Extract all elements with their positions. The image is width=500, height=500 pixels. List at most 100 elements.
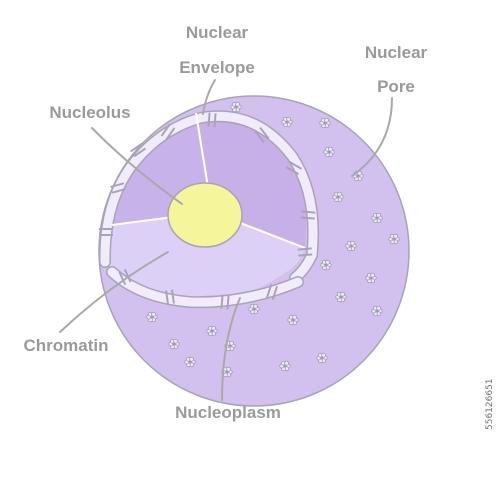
pore-channel [110,182,126,194]
pore-channel-bar [266,284,273,299]
nuclear-envelope-front-lumen [107,267,303,307]
nuclear-pore [335,291,347,303]
nuclear-pore [371,305,383,317]
nuclear-pore-center [375,216,379,220]
pore-channel-bar [226,295,230,310]
pore-channel-bar [301,210,316,214]
pore-channel-bar [165,290,169,305]
surface-pore-group [146,101,400,378]
stock-id: 556126651 [485,378,495,430]
nuclear-pore [168,338,180,350]
nuclear-pore [184,356,196,368]
nuclear-pore [316,352,328,364]
nuclear-pore-petal [235,101,241,107]
pore-channel [254,127,270,143]
nuclear-pore-petal [229,340,235,346]
pore-channel [99,228,113,236]
pore-channel-bar [213,113,217,128]
nuclear-pore-center [369,276,373,280]
nuclear-pore-petal [284,360,290,366]
nuclear-pore-petal [325,259,331,265]
pore-channel-bar [298,253,313,257]
nuclear-pore-petal [211,325,217,331]
pore-channel-bar [285,166,300,175]
nuclear-pore [371,212,383,224]
nuclear-pore-center [327,150,331,154]
nuclear-pore-center [150,315,154,319]
nuclear-pore [352,170,364,182]
nuclear-pore [206,325,218,337]
pore-channel-bar [160,123,171,137]
nuclear-pore-petal [173,338,179,344]
nuclear-pore-petal [189,356,195,362]
pore-channel-bar [254,130,265,143]
label-chromatin: Chromatin [24,336,109,355]
nuclear-pore [319,117,331,129]
nuclear-pore-center [320,356,324,360]
nuclear-pore-center [349,244,353,248]
nuclear-pore-petal [350,240,356,246]
pore-channel-bar [288,161,303,170]
pore-channel [118,268,132,286]
nuclear-pore-petal [370,272,376,278]
nuclear-pore-center [283,364,287,368]
leader-nuclear-pore [351,97,393,177]
nuclear-pore [230,101,242,113]
nuclear-pore-petal [376,212,382,218]
nuclear-pore-center [234,105,238,109]
pore-channel [165,289,175,305]
nuclear-pore-petal [324,117,330,123]
pore-channel-bar [300,216,315,220]
nuclear-pore [287,314,299,326]
pore-channel-bar [297,247,312,251]
pore-channel-bar [123,268,132,283]
nuclear-pore-petal [286,116,292,122]
pore-channel-bar [271,285,278,300]
nuclear-pore-center [339,295,343,299]
nuclear-pore-petal [226,366,232,372]
nuclear-pore-petal [337,191,343,197]
nuclear-pore-center [336,195,340,199]
nuclear-pore [320,259,332,271]
pore-channel-group [99,112,316,310]
pore-channel [285,161,303,175]
nuclear-pore-petal [393,233,399,239]
pore-channel [160,123,176,141]
pore-channel-bar [207,112,211,127]
pore-channel-bar [133,147,147,158]
nuclear-pore-petal [151,311,157,317]
nuclear-pore [281,116,293,128]
pore-channel-bar [171,289,175,304]
leader-nucleolus [91,127,183,205]
leader-chromatin [59,251,169,333]
pore-channel-bar [220,294,224,309]
nuclear-pore [248,303,260,315]
nuclear-pore-petal [376,305,382,311]
nuclear-pore-center [291,318,295,322]
nuclear-pore [323,146,335,158]
pore-channel [129,142,147,158]
nuclear-pore-center [392,237,396,241]
pore-channel-bar [129,142,143,153]
nuclear-pore-center [323,121,327,125]
nuclear-pore-center [228,344,232,348]
pore-channel-bar [111,188,126,194]
nuclear-pore [365,272,377,284]
nuclear-pore [146,311,158,323]
leader-nucleoplasm [221,297,241,401]
label-nucleolus: Nucleolus [49,103,130,122]
label-nuclear-envelope-line2: Envelope [179,58,255,77]
nucleolus [167,182,243,248]
nuclear-pore-petal [292,314,298,320]
pore-channel-bar [259,127,270,140]
nuclear-pore-center [172,342,176,346]
cutaway-floor [106,212,306,304]
label-nuclear-pore-line1: Nuclear [365,43,428,62]
pore-channel-bar [118,271,127,286]
pore-channel [300,210,316,220]
nuclear-pore-petal [328,146,334,152]
nuclear-pore [332,191,344,203]
nuclear-pore-center [375,309,379,313]
nuclear-pore-petal [340,291,346,297]
